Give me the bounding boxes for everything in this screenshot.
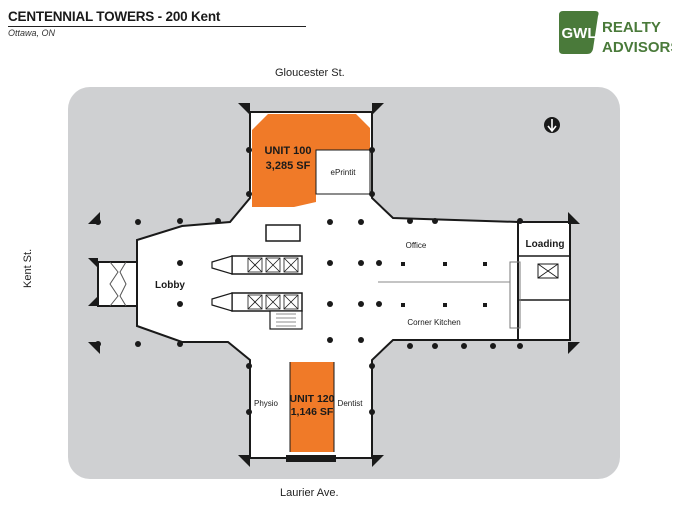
stair-core-top [265, 224, 301, 242]
loading-block [517, 221, 571, 341]
logo-line-1: REALTY [602, 19, 661, 36]
structural-columns [95, 147, 523, 415]
unit-100-name: UNIT 100 [264, 145, 311, 157]
room-physio: Physio [254, 399, 279, 408]
page-subtitle: Ottawa, ON [8, 28, 56, 38]
room-corner-kitchen: Corner Kitchen [407, 318, 460, 327]
logo-badge-text: GWL [562, 25, 597, 42]
logo-badge [559, 11, 599, 54]
street-south: Laurier Ave. [280, 487, 339, 499]
gwl-logo: GWL REALTY ADVISORS [559, 11, 672, 56]
unit-120-name: UNIT 120 [290, 393, 335, 405]
room-dentist: Dentist [338, 399, 364, 408]
unit-100-area-label: 3,285 SF [266, 160, 311, 172]
logo-line-2: ADVISORS [602, 39, 672, 56]
title-divider [8, 26, 306, 27]
lobby-vestibule [97, 261, 138, 307]
north-arrow-icon [544, 117, 560, 133]
stair-core-bottom [269, 310, 303, 330]
room-loading: Loading [526, 239, 565, 250]
room-office: Office [406, 241, 427, 250]
eprintit-room [315, 149, 371, 195]
street-north: Gloucester St. [275, 67, 345, 79]
corner-buttresses [88, 103, 580, 467]
page-title: CENTENNIAL TOWERS - 200 Kent [8, 9, 221, 24]
unit-120-area [290, 362, 334, 452]
room-eprintit: ePrintit [331, 168, 357, 177]
unit-120-area-label: 1,146 SF [291, 406, 334, 418]
room-lobby: Lobby [155, 280, 185, 291]
